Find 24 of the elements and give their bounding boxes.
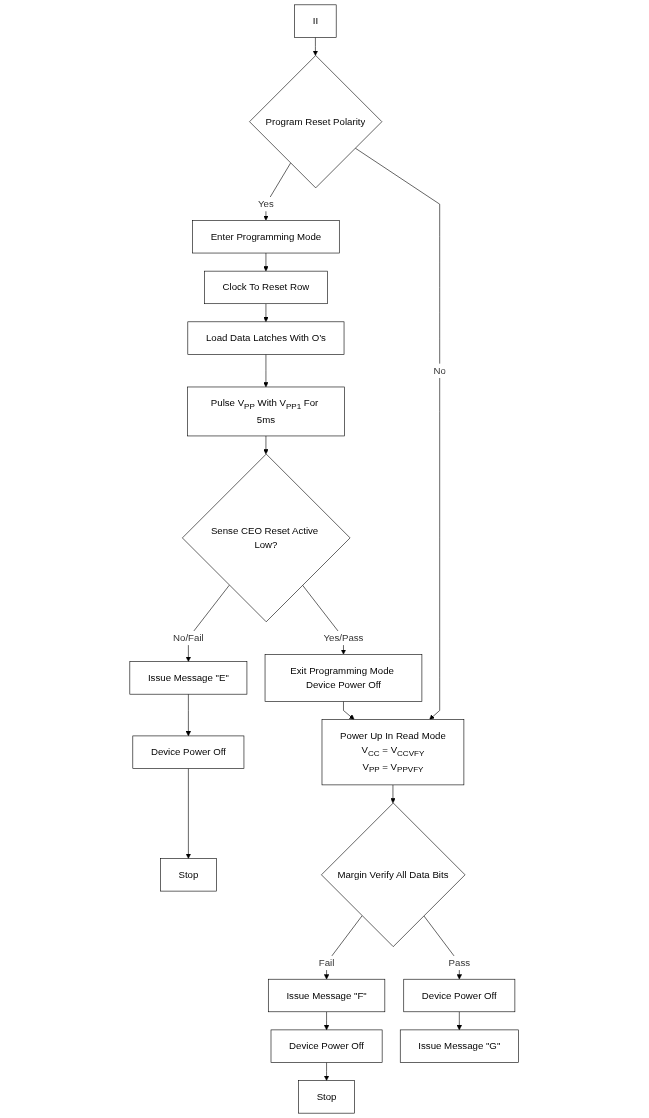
node-box: Device Power Off [132, 735, 245, 769]
node-diamond: Sense CEO Reset Active Low? [182, 453, 351, 623]
edge-label: Yes/Pass [323, 632, 364, 643]
node-box: Issue Message "G" [400, 1029, 520, 1063]
edge-label: Fail [319, 957, 335, 968]
node-box: Issue Message "F" [268, 978, 386, 1013]
edge-label: No/Fail [173, 632, 205, 643]
node-box: Issue Message "E" [129, 661, 248, 695]
node-box: Pulse V$_{PP}$ With V$_{PP1}$ For 5ms [187, 386, 346, 437]
node-box: Device Power Off [271, 1029, 383, 1063]
node-box: Enter Programming Mode [192, 220, 340, 254]
node-box: Stop [160, 858, 218, 892]
edge-label: Yes [258, 198, 275, 209]
edge-label: No [433, 365, 447, 376]
node-box: Clock To Reset Row [204, 270, 329, 305]
node-box: Stop [298, 1080, 356, 1114]
node-box: Device Power Off [403, 978, 516, 1013]
edge-label: Pass [448, 957, 471, 968]
node-box: Load Data Latches With O’s [187, 321, 345, 355]
node-diamond: Program Reset Polarity [249, 55, 383, 189]
node-box: Power Up In Read Mode V$_{CC}$ = V$_{CCVFY}$ V$_{PP}$ = V$_{PPVFY}$ [322, 719, 465, 786]
node-diamond: Margin Verify All Data Bits [321, 802, 466, 947]
node-box: II [294, 4, 337, 38]
node-box: Exit Programming Mode Device Power Off [265, 654, 423, 702]
